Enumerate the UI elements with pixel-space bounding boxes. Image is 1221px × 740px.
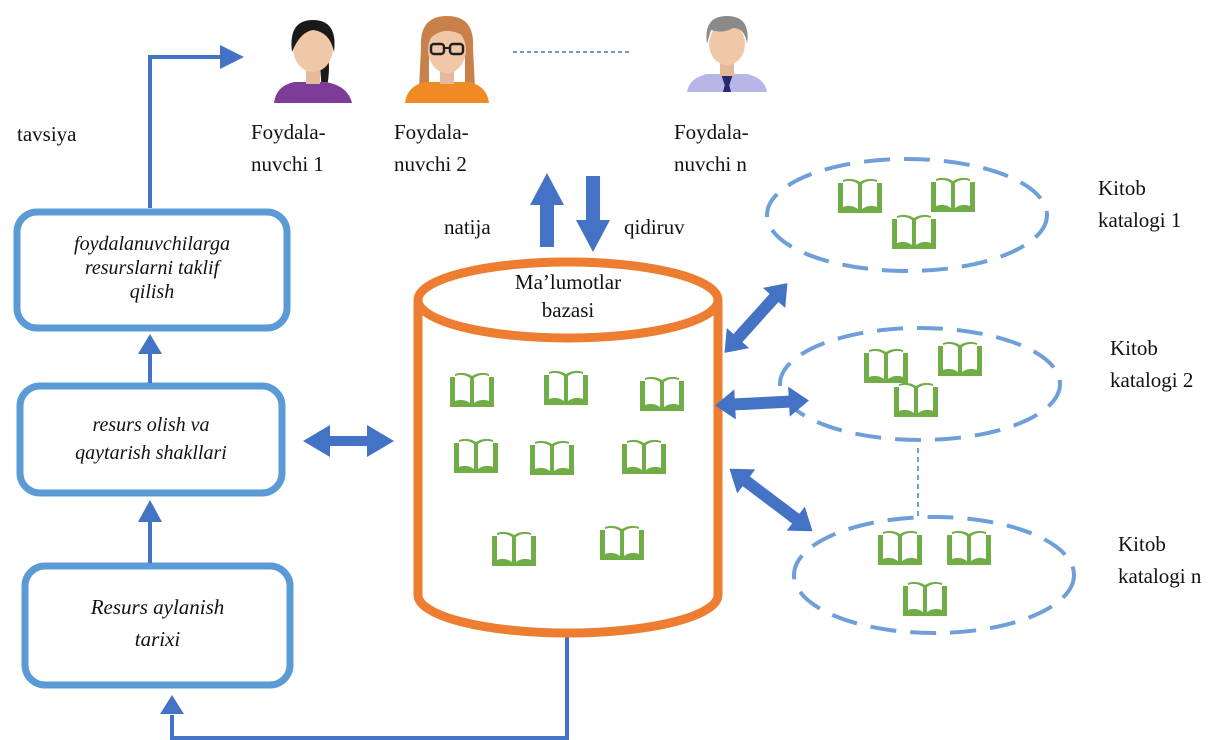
user-1-label-line1: Foydala- <box>251 120 326 144</box>
user-n-avatar-icon <box>687 16 767 92</box>
recommendation-arrowhead <box>220 45 244 69</box>
forms-box-text: resurs olish va qaytarish shakllari <box>28 411 274 467</box>
db-book-icon-3 <box>640 376 684 411</box>
suggest-box-text: foydalanuvchilarga resurslarni taklif qi… <box>25 232 279 304</box>
catalog-n-book-icon-1 <box>878 530 922 565</box>
history-box-line1: Resurs aylanish <box>90 595 225 619</box>
catalog-2-ellipse <box>778 326 1062 442</box>
search-arrow <box>576 176 610 252</box>
forms-box <box>16 382 286 497</box>
catalog-1-label-line2: katalogi 1 <box>1098 208 1182 232</box>
catalog-2-book-icon-3 <box>894 382 938 417</box>
suggest-box <box>13 208 291 332</box>
arrow-history-to-forms-head <box>138 500 162 522</box>
user-2-label-line2: nuvchi 2 <box>394 152 467 176</box>
database-label: Ma’lumotlar bazasi <box>468 268 668 324</box>
history-feedback-line <box>170 618 569 740</box>
user-n-label: Foydala- nuvchi n <box>674 116 749 180</box>
forms-database-double-arrow <box>303 425 394 457</box>
result-label: natija <box>444 215 491 239</box>
db-book-icon-2 <box>544 370 588 405</box>
user-n-label-line2: nuvchi n <box>674 152 747 176</box>
catalog-n-label-line2: katalogi n <box>1118 564 1202 588</box>
catalog-2-label-line1: Kitob <box>1110 336 1158 360</box>
user-2-label: Foydala- nuvchi 2 <box>394 116 469 180</box>
catalog-n-label-line1: Kitob <box>1118 532 1166 556</box>
search-label: qidiruv <box>624 215 685 239</box>
catalog-1-book-icon-1 <box>838 178 882 213</box>
db-book-icon-6 <box>622 439 666 474</box>
database-cylinder-top <box>413 257 723 343</box>
result-arrow <box>530 173 564 247</box>
user-2-label-line1: Foydala- <box>394 120 469 144</box>
history-box <box>21 562 294 689</box>
user-1-label-line2: nuvchi 1 <box>251 152 324 176</box>
db-book-icon-5 <box>530 440 574 475</box>
suggest-box-line2: resurslarni taklif <box>84 257 220 279</box>
catalog-1-label: Kitob katalogi 1 <box>1098 172 1181 236</box>
catalog-n-label: Kitob katalogi n <box>1118 528 1201 592</box>
arrow-forms-to-suggest-head <box>138 334 162 354</box>
database-label-line2: bazasi <box>541 298 595 322</box>
recommendation-label: tavsiya <box>17 122 77 146</box>
history-box-line2: tarixi <box>134 627 181 651</box>
catalog-2-book-icon-1 <box>864 348 908 383</box>
catalog-1-label-line1: Kitob <box>1098 176 1146 200</box>
catalog-1-book-icon-2 <box>931 177 975 212</box>
suggest-box-line3: qilish <box>129 281 175 303</box>
catalog-2-label-line2: katalogi 2 <box>1110 368 1194 392</box>
user-n-label-line1: Foydala- <box>674 120 749 144</box>
catalog-n-ellipse <box>792 515 1076 635</box>
user-1-label: Foydala- nuvchi 1 <box>251 116 326 180</box>
catalog-2-double-arrow <box>715 386 809 420</box>
user-2-avatar-icon <box>405 16 489 103</box>
catalog-n-book-icon-2 <box>947 530 991 565</box>
catalog-1-ellipse <box>765 157 1049 273</box>
suggest-box-line1: foydalanuvchilarga <box>74 233 230 255</box>
forms-box-line1: resurs olish va <box>92 414 210 436</box>
catalog-n-book-icon-3 <box>903 581 947 616</box>
db-book-icon-1 <box>450 372 494 407</box>
db-book-icon-7 <box>492 531 536 566</box>
db-book-icon-8 <box>600 525 644 560</box>
forms-box-line2: qaytarish shakllari <box>75 442 227 464</box>
catalog-n-double-arrow <box>729 468 813 532</box>
catalog-2-label: Kitob katalogi 2 <box>1110 332 1193 396</box>
user-1-avatar-icon <box>274 20 352 103</box>
catalog-2-book-icon-2 <box>938 341 982 376</box>
db-book-icon-4 <box>454 438 498 473</box>
recommendation-line <box>148 55 222 208</box>
catalog-1-book-icon-3 <box>892 214 936 249</box>
catalog-1-double-arrow <box>724 283 788 353</box>
database-label-line1: Ma’lumotlar <box>514 270 622 294</box>
history-feedback-arrowhead <box>160 695 184 714</box>
history-box-text: Resurs aylanish tarixi <box>33 591 282 655</box>
